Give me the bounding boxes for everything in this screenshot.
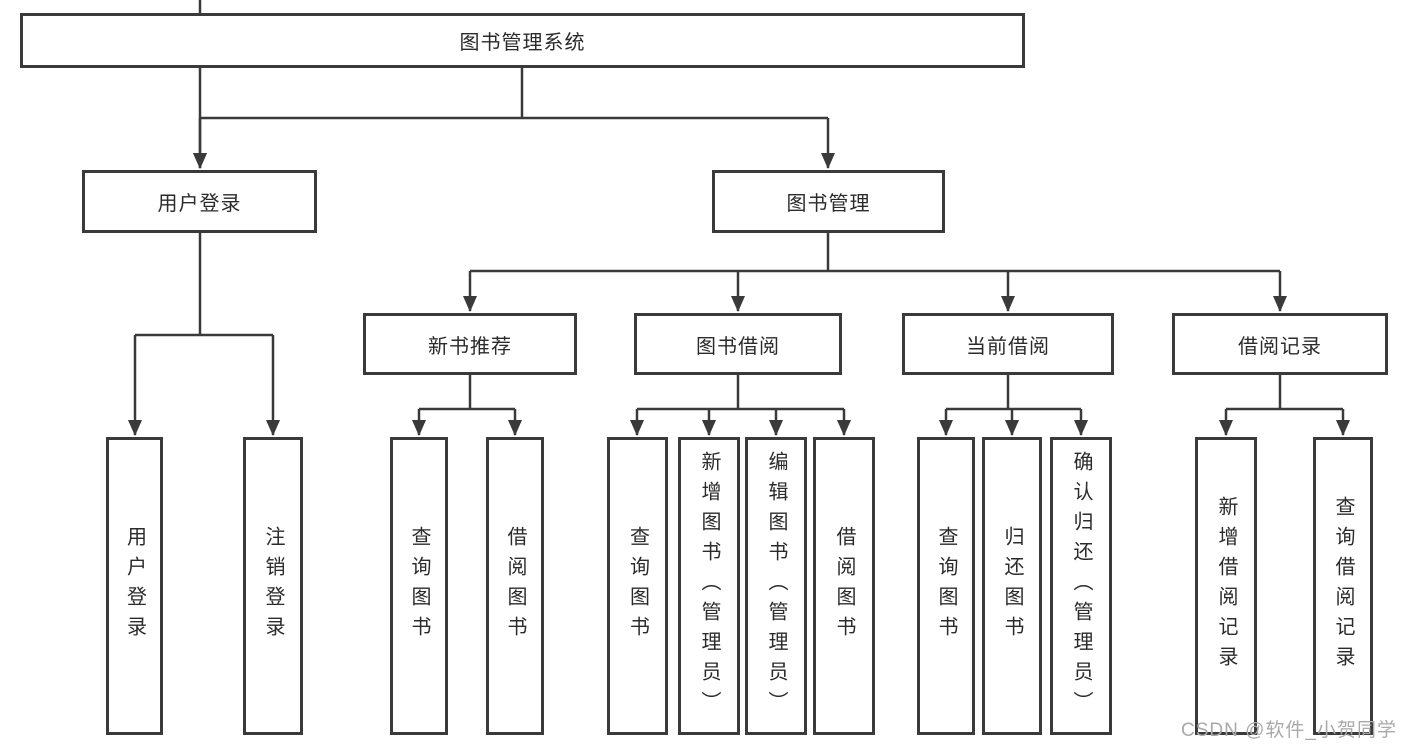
node-new-book-recommend: 新书推荐 [363, 313, 577, 375]
leaf-query-borrow-record-label: 查询借阅记录 [1332, 496, 1354, 676]
leaf-query-books-borrowing: 查询图书 [607, 437, 668, 735]
leaf-edit-books-admin-label: 编辑图书（管理员） [765, 451, 787, 721]
node-current-borrowing-label: 当前借阅 [966, 335, 1050, 358]
node-user-login: 用户登录 [82, 170, 317, 233]
node-library-system: 图书管理系统 [20, 13, 1025, 68]
leaf-borrow-books-recommend: 借阅图书 [486, 437, 544, 735]
leaf-edit-books-admin: 编辑图书（管理员） [745, 437, 807, 735]
leaf-return-books-label: 归还图书 [1001, 526, 1023, 646]
leaf-add-borrow-record: 新增借阅记录 [1195, 437, 1257, 735]
leaf-query-books-recommend-label: 查询图书 [408, 526, 430, 646]
leaf-logout-label: 注销登录 [262, 526, 284, 646]
leaf-borrow-books: 借阅图书 [813, 437, 875, 735]
leaf-add-books-admin-label: 新增图书（管理员） [698, 451, 720, 721]
node-borrowing-records-label: 借阅记录 [1238, 335, 1322, 358]
node-user-login-label: 用户登录 [157, 193, 242, 215]
leaf-borrow-books-label: 借阅图书 [833, 526, 855, 646]
csdn-watermark: CSDN @软件_小贺同学 [1181, 720, 1397, 741]
leaf-add-books-admin: 新增图书（管理员） [678, 437, 740, 735]
leaf-query-books-current: 查询图书 [917, 437, 975, 735]
node-library-system-label: 图书管理系统 [459, 32, 586, 54]
node-book-borrowing: 图书借阅 [634, 313, 842, 375]
leaf-confirm-return-admin: 确认归还（管理员） [1050, 437, 1112, 735]
leaf-add-borrow-record-label: 新增借阅记录 [1215, 496, 1237, 676]
leaf-logout: 注销登录 [243, 437, 303, 735]
node-book-borrowing-label: 图书借阅 [696, 335, 780, 358]
leaf-return-books: 归还图书 [982, 437, 1042, 735]
leaf-borrow-books-recommend-label: 借阅图书 [504, 526, 526, 646]
leaf-query-books-borrowing-label: 查询图书 [626, 526, 649, 646]
leaf-query-books-recommend: 查询图书 [390, 437, 448, 735]
node-book-management-label: 图书管理 [786, 193, 871, 215]
leaf-query-books-current-label: 查询图书 [935, 526, 957, 646]
leaf-user-login: 用户登录 [106, 437, 163, 735]
leaf-confirm-return-admin-label: 确认归还（管理员） [1070, 451, 1092, 721]
node-borrowing-records: 借阅记录 [1172, 313, 1388, 375]
node-current-borrowing: 当前借阅 [902, 313, 1114, 375]
node-new-book-recommend-label: 新书推荐 [428, 335, 512, 358]
node-book-management: 图书管理 [712, 170, 945, 233]
leaf-query-borrow-record: 查询借阅记录 [1313, 437, 1373, 735]
leaf-user-login-label: 用户登录 [123, 526, 146, 646]
